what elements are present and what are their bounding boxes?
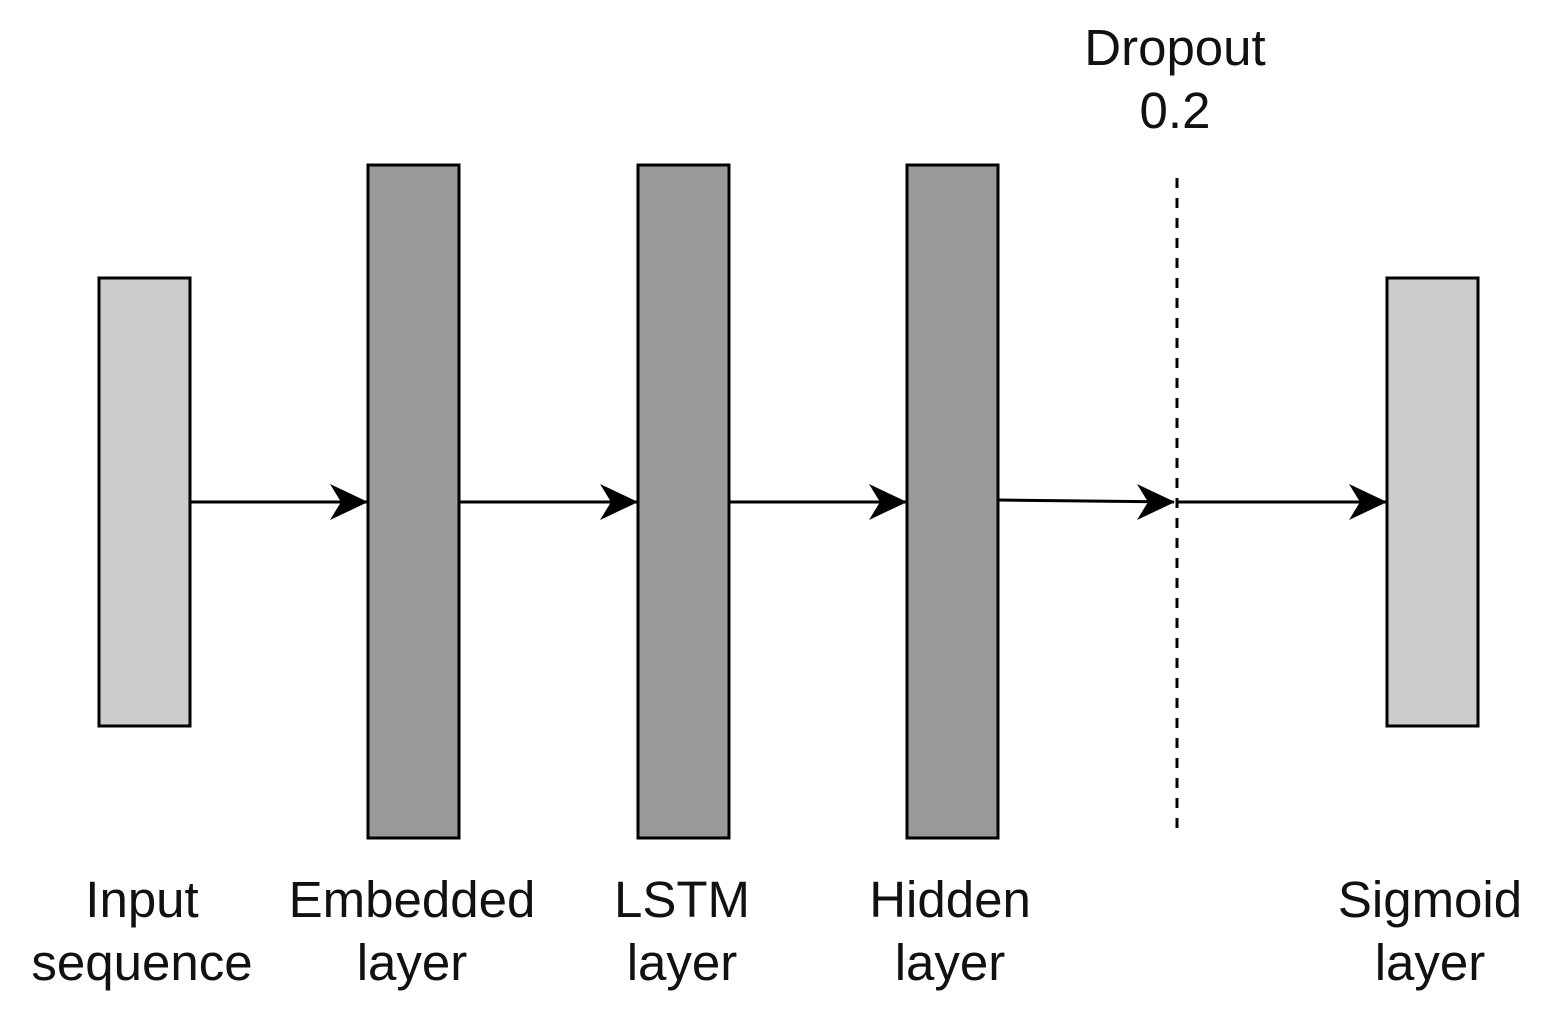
arrow-dropout-to-sigmoid bbox=[1177, 484, 1387, 520]
hidden-layer-label: Hidden layer bbox=[800, 868, 1100, 994]
embedded-layer-label-line-1: Embedded bbox=[288, 871, 536, 928]
sigmoid-layer-label-line-2: layer bbox=[1374, 934, 1486, 991]
hidden-layer-block bbox=[905, 163, 1000, 840]
input-sequence-block bbox=[97, 276, 192, 728]
embedded-layer-block bbox=[366, 163, 461, 840]
sigmoid-layer-label: Sigmoid layer bbox=[1280, 868, 1553, 994]
dropout-label-line-1: Dropout bbox=[1084, 19, 1266, 76]
arrow-embedded-to-lstm bbox=[459, 484, 638, 520]
sigmoid-layer-block bbox=[1385, 276, 1480, 728]
arrow-lstm-to-hidden bbox=[729, 484, 907, 520]
sigmoid-layer-label-line-1: Sigmoid bbox=[1337, 871, 1523, 928]
lstm-layer-label-line-2: layer bbox=[626, 934, 738, 991]
hidden-layer-label-line-1: Hidden bbox=[869, 871, 1031, 928]
arrow-hidden-to-dropout bbox=[997, 484, 1175, 520]
dropout-label: Dropout 0.2 bbox=[1025, 16, 1325, 142]
arrow-input-to-embedded bbox=[190, 484, 368, 520]
lstm-layer-label: LSTM layer bbox=[532, 868, 832, 994]
dropout-label-line-2: 0.2 bbox=[1139, 82, 1211, 139]
hidden-layer-label-line-2: layer bbox=[894, 934, 1006, 991]
lstm-layer-block bbox=[636, 163, 731, 840]
input-sequence-label: Input sequence bbox=[0, 868, 292, 994]
embedded-layer-label-line-2: layer bbox=[356, 934, 468, 991]
lstm-layer-label-line-1: LSTM bbox=[613, 871, 751, 928]
embedded-layer-label: Embedded layer bbox=[262, 868, 562, 994]
input-sequence-label-line-2: sequence bbox=[31, 934, 253, 991]
input-sequence-label-line-1: Input bbox=[85, 871, 199, 928]
